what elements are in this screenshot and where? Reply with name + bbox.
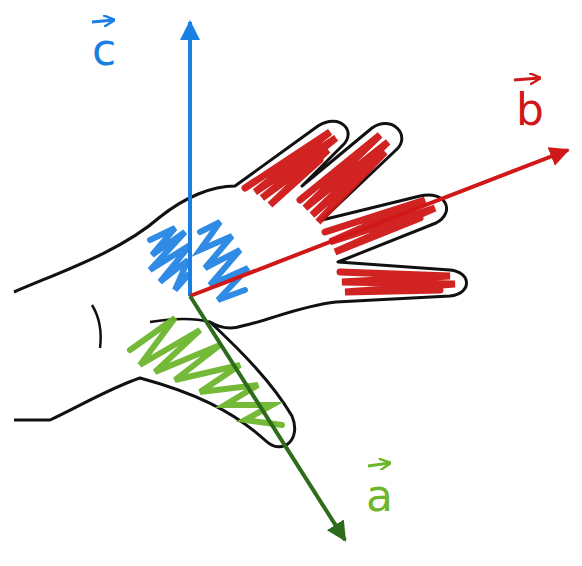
palm-hatching [150,222,248,300]
finger-hatching [245,132,455,292]
vector-sign [368,463,390,466]
finger-gap [150,319,210,322]
vector-sign [92,20,114,22]
vector-label: b [516,88,544,132]
vector-a [190,296,345,540]
thumb-hatching [130,318,282,425]
vector-c [188,22,192,296]
vector-b [190,150,568,296]
hand-outline [14,121,467,447]
vector-sign [514,78,540,80]
palm-crease [92,305,101,348]
vector-label: a [366,474,393,518]
vector-label: c [92,28,116,72]
